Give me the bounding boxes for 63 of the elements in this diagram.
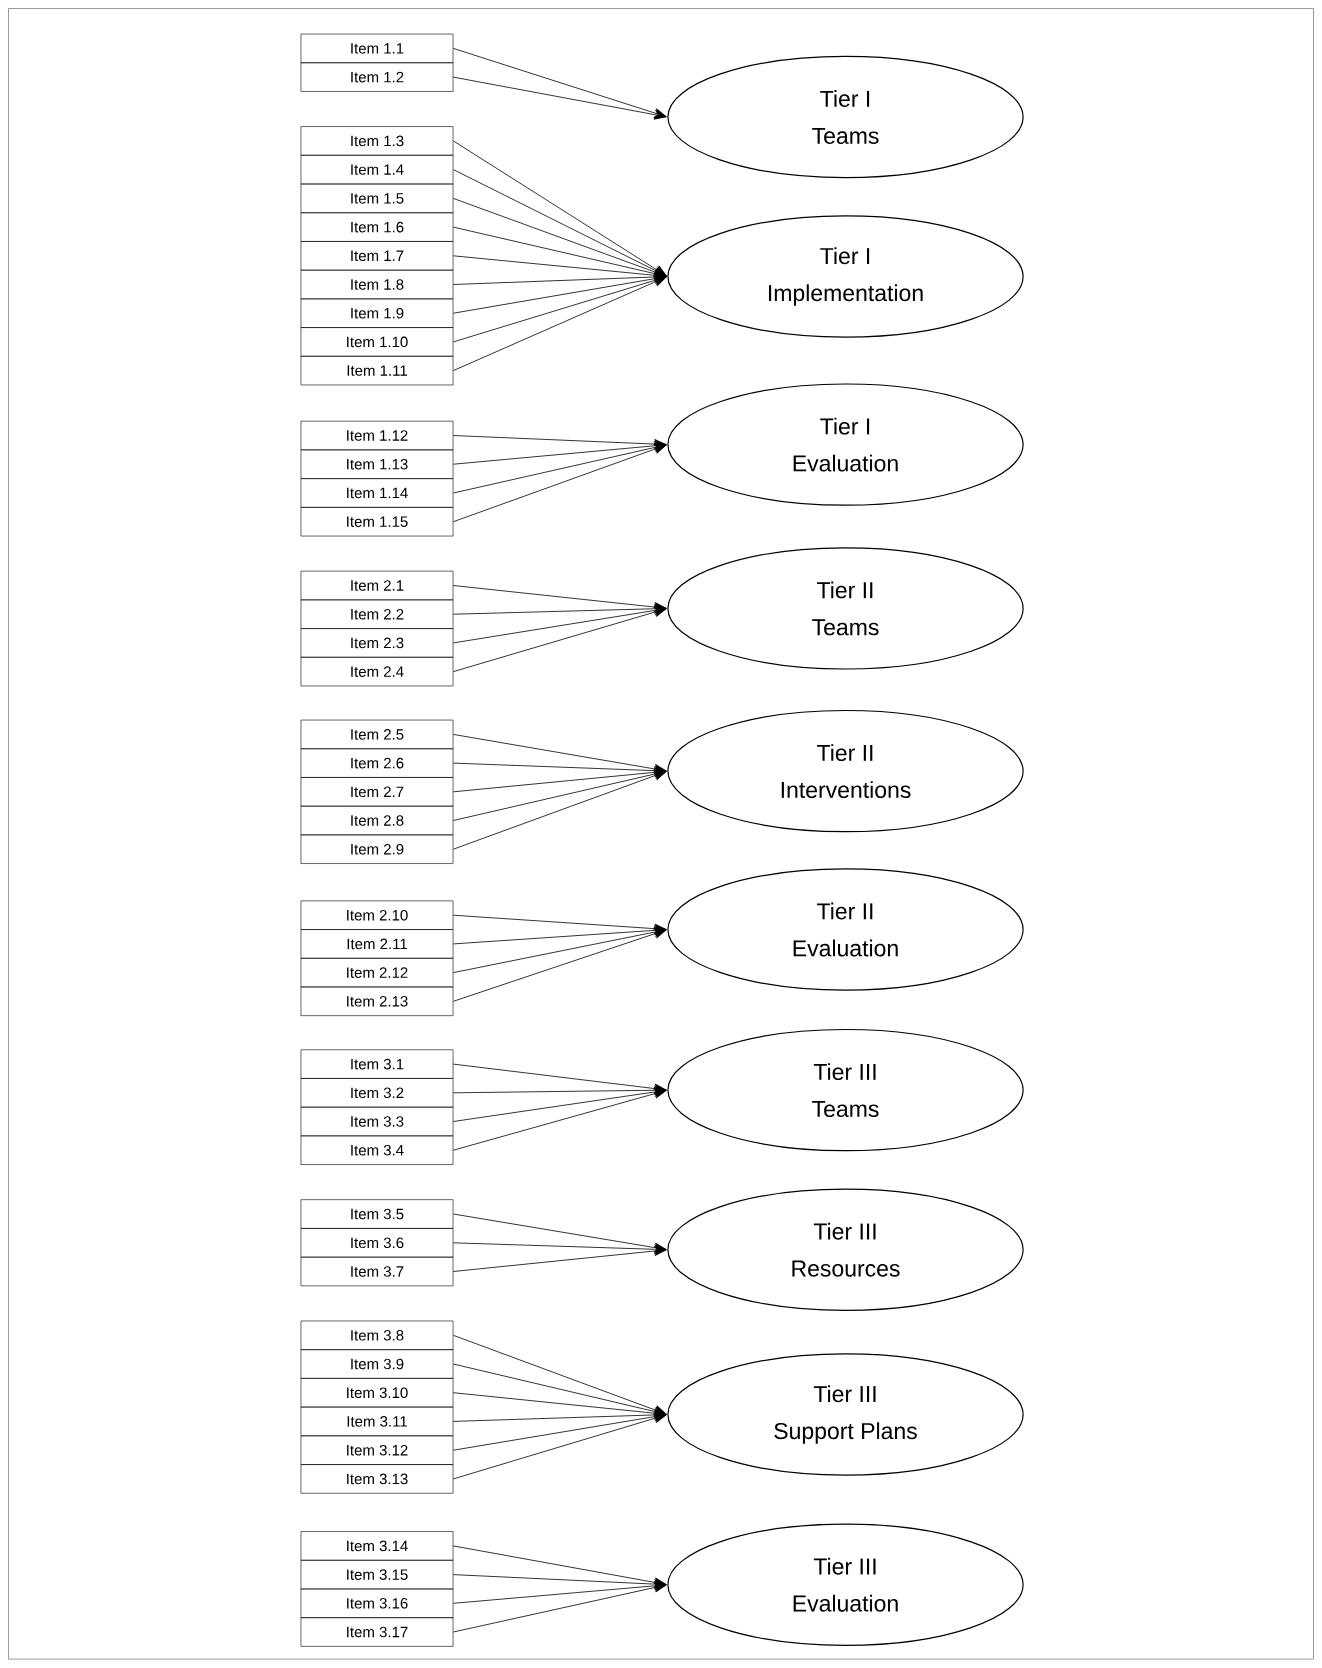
item-box: Item 1.13 [300,449,454,479]
arrow [452,1582,667,1633]
arrow [452,1087,667,1122]
item-box: Item 2.4 [300,656,454,687]
arrow [452,603,667,615]
arrow [452,1411,667,1451]
item-box: Item 2.11 [300,929,454,959]
item-box: Item 1.12 [300,420,454,451]
item-box: Item 1.15 [300,507,454,537]
arrow [452,273,667,314]
item-box: Item 2.1 [300,570,454,601]
arrow [452,928,667,1002]
item-box: Item 3.16 [300,1588,454,1618]
item-box: Item 2.9 [300,834,454,864]
item-box: Item 2.3 [300,628,454,658]
item-box: Item 2.7 [300,777,454,807]
item-box: Item 3.5 [300,1199,454,1229]
arrow [452,1246,667,1272]
item-box: Item 2.12 [300,957,454,988]
item-box: Item 1.3 [300,126,454,156]
item-box: Item 3.3 [300,1106,454,1137]
arrow [452,1413,667,1480]
item-box: Item 1.6 [300,212,454,242]
item-box: Item 2.6 [300,748,454,778]
item-box: Item 1.2 [300,62,454,92]
item-box: Item 1.5 [300,183,454,214]
item-box: Item 1.8 [300,269,454,300]
item-box: Item 2.13 [300,986,454,1016]
arrow [452,444,667,523]
item-box: Item 3.2 [300,1078,454,1108]
arrow [452,76,667,120]
item-box: Item 2.10 [300,900,454,930]
arrow [452,607,667,672]
arrow [452,1580,667,1604]
item-box: Item 2.2 [300,599,454,629]
arrow [452,276,667,371]
item-box: Item 3.13 [300,1464,454,1494]
arrow [452,48,667,118]
item-box: Item 3.6 [300,1228,454,1258]
item-box: Item 3.15 [300,1559,454,1590]
item-box: Item 3.14 [300,1531,454,1561]
item-box: Item 3.11 [300,1406,454,1437]
item-box: Item 3.4 [300,1135,454,1165]
arrow [452,1088,667,1151]
arrow [452,769,667,821]
item-box: Item 1.4 [300,154,454,185]
arrow [452,1242,667,1255]
item-box: Item 2.5 [300,719,454,750]
item-box: Item 3.12 [300,1435,454,1465]
item-box: Item 1.7 [300,241,454,271]
item-box: Item 3.9 [300,1349,454,1379]
item-box: Item 2.8 [300,805,454,836]
item-box: Item 1.9 [300,298,454,328]
item-box: Item 1.10 [300,327,454,357]
item-box: Item 1.1 [300,33,454,64]
item-box: Item 3.7 [300,1256,454,1287]
item-box: Item 3.1 [300,1049,454,1079]
item-box: Item 1.14 [300,478,454,508]
item-box: Item 3.17 [300,1617,454,1647]
arrow [452,770,667,850]
item-box: Item 3.10 [300,1378,454,1408]
item-box: Item 3.8 [300,1320,454,1350]
item-box: Item 1.11 [300,355,454,386]
